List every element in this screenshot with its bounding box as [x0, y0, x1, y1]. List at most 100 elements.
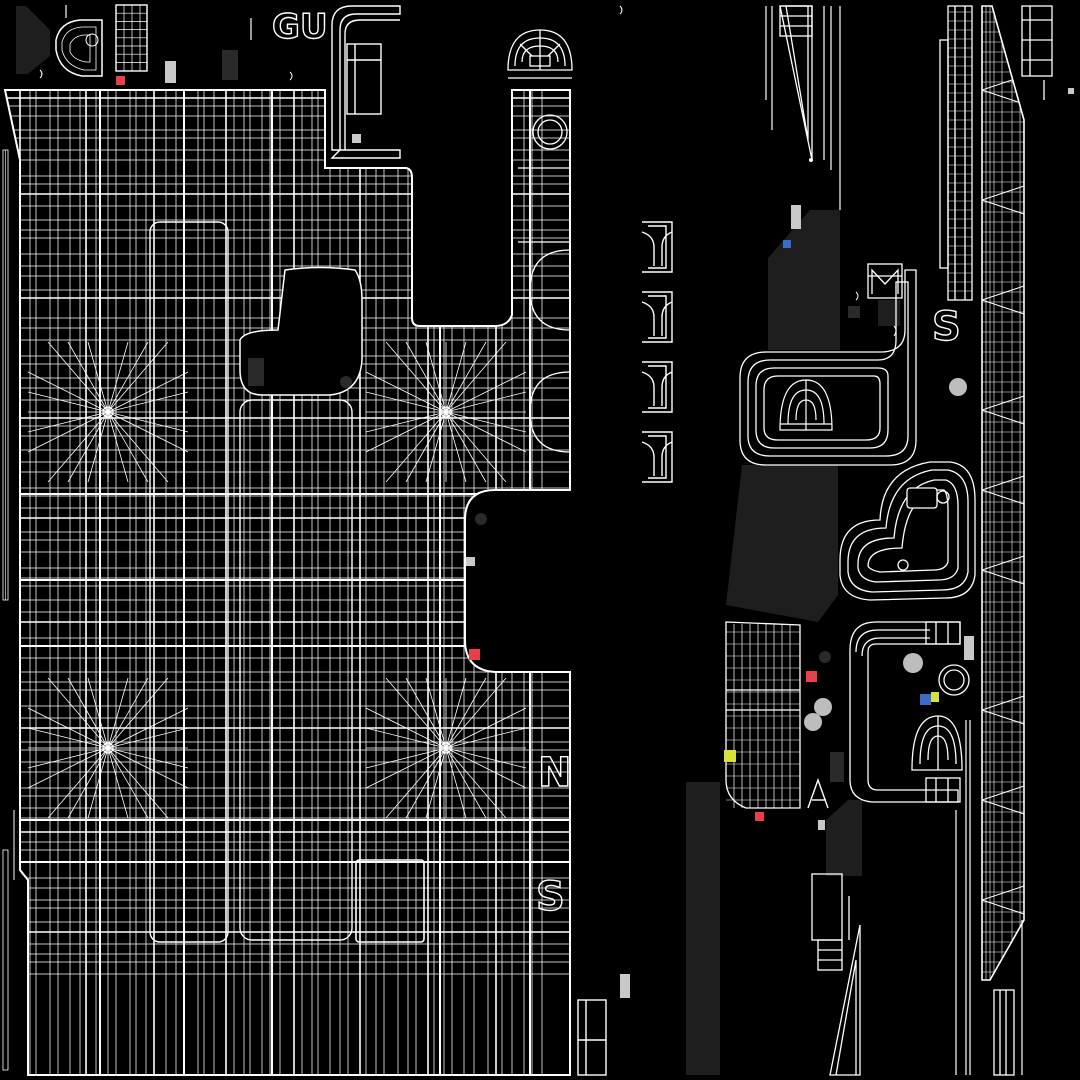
dark-marker: [248, 358, 264, 386]
wire-edge: [385, 341, 447, 413]
tapered-strip-bottom: [829, 924, 861, 1076]
wire-edge: [982, 199, 1024, 215]
wire-edge: [385, 411, 447, 483]
wire-edge: [982, 899, 1024, 915]
gray-circle: [903, 653, 923, 673]
wire-edge: [445, 411, 507, 483]
wire-edge: [445, 747, 487, 819]
wire-edge: [87, 747, 109, 819]
wire-edge: [405, 747, 447, 819]
inner-panel-center: [239, 399, 353, 941]
yellow-marker: [931, 692, 939, 702]
wire-edge: [67, 411, 109, 483]
wire-edge: [27, 707, 109, 749]
gray-marker: [964, 636, 974, 660]
tall-column-left: [939, 5, 973, 301]
wire-edge: [445, 747, 507, 819]
wire-edge: [982, 885, 1024, 901]
glyph-s-left: S: [536, 874, 565, 920]
wire-edge: [107, 411, 129, 483]
body-right-column: [518, 114, 571, 453]
wire-edge: [107, 747, 169, 819]
wire-edge: [365, 747, 447, 789]
wire-edge: [67, 747, 109, 819]
wire-edge: [87, 411, 109, 483]
bottom-grid-block: [993, 989, 1015, 1076]
red-marker: [116, 76, 125, 85]
wire-edge: [47, 341, 109, 413]
hook-piece: [330, 5, 401, 159]
wire-edge: [365, 727, 447, 749]
wire-edge: [982, 75, 1024, 91]
gray-marker: [620, 974, 630, 998]
wire-edge: [47, 677, 109, 749]
gray-marker: [818, 820, 825, 830]
wire-edge: [107, 747, 189, 789]
wire-edge: [425, 411, 447, 483]
wire-edge: [405, 341, 447, 413]
wire-edge: [107, 411, 149, 483]
gray-marker: [165, 61, 176, 83]
wire-edge: [107, 677, 129, 749]
glyph-u: U: [300, 7, 328, 47]
gray-circle: [804, 713, 822, 731]
wire-edge: [107, 747, 189, 769]
wire-edge: [982, 799, 1024, 815]
grid-piece-lower: [725, 621, 801, 809]
wire-edge: [107, 747, 149, 819]
wire-edge: [445, 411, 527, 453]
rounded-frame-lower: [849, 621, 970, 803]
wire-edge: [982, 285, 1024, 301]
wire-edge: [365, 411, 447, 433]
tapered-strip-top: [779, 5, 813, 161]
wire-edge: [87, 341, 109, 413]
m-glyph-block: [855, 263, 903, 337]
glyph-g: G: [272, 7, 300, 47]
main-shell-grid: [5, 90, 570, 1075]
wire-edge: [385, 677, 447, 749]
wire-edge: [425, 677, 447, 749]
dark-marker: [830, 752, 844, 782]
wire-edge: [982, 569, 1024, 585]
wire-edge: [107, 677, 169, 749]
wire-edge: [445, 727, 527, 749]
letter-glyphs-top: G U: [271, 6, 328, 47]
top-left-pieces: [16, 4, 293, 85]
dark-bracket-shape: [16, 6, 50, 74]
dark-dot: [819, 651, 831, 663]
wire-edge: [107, 341, 129, 413]
wire-edge: [405, 677, 447, 749]
glyph-n: N: [538, 750, 571, 796]
left-edge-strip: [2, 149, 15, 1071]
bottom-stack-right: [811, 873, 850, 971]
wire-edge: [445, 341, 507, 413]
wire-edge: [982, 89, 1024, 105]
wire-edge: [982, 299, 1024, 315]
mid-strip-piece: [641, 361, 673, 413]
wire-edge: [27, 747, 109, 789]
thin-vertical-lines: [765, 6, 841, 210]
blob-piece: [839, 461, 976, 601]
bottom-small-block: [577, 999, 607, 1076]
letter-glyphs-right: S: [931, 303, 961, 350]
gray-circle: [949, 378, 967, 396]
glyph-s-right: S: [932, 304, 961, 350]
wire-edge: [445, 411, 487, 483]
wire-edge: [982, 709, 1024, 725]
wire-edge: [107, 341, 169, 413]
wire-edge: [445, 677, 507, 749]
wire-edge: [445, 747, 527, 789]
wire-edge: [107, 707, 189, 749]
red-marker: [469, 649, 480, 660]
slash-glyph: [807, 777, 829, 809]
wire-edge: [47, 747, 109, 819]
wire-edge: [107, 727, 189, 749]
wire-edge: [982, 555, 1024, 571]
wire-edge: [47, 411, 109, 483]
top-right-block: [1021, 5, 1053, 100]
dark-fill-regions: [686, 210, 900, 1075]
middle-strip-pieces: [641, 221, 673, 483]
wire-edge: [445, 747, 527, 769]
wire-edge: [425, 747, 447, 819]
